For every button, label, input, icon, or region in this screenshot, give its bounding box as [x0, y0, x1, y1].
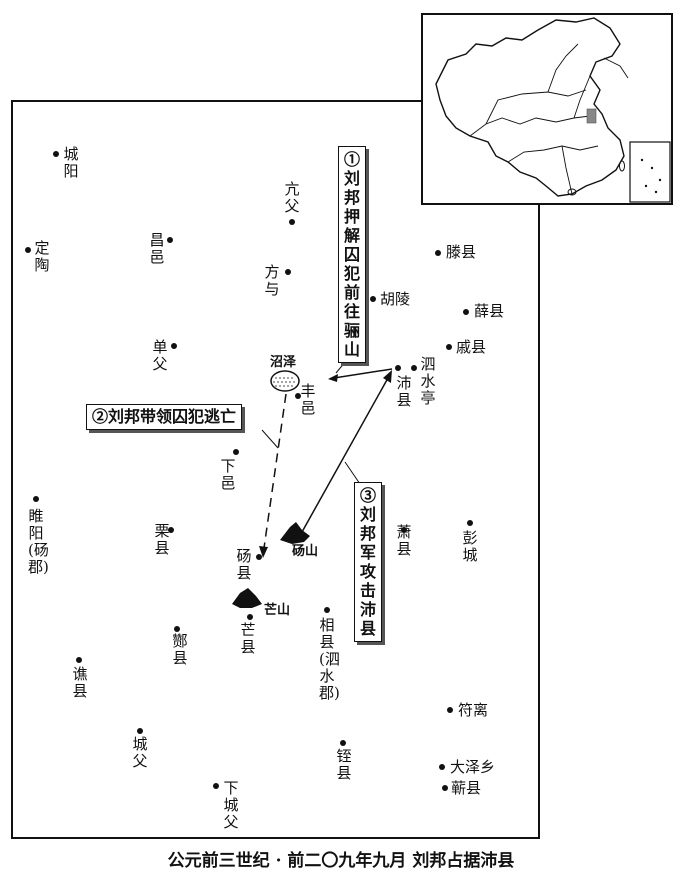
mangshan-label: 芒山	[264, 603, 291, 618]
dangshan-label: 砀山	[292, 544, 319, 559]
route-2-arrow	[263, 393, 287, 549]
route-3-arrow	[301, 377, 389, 533]
place-label-fuli: 符离	[458, 701, 489, 719]
callout-route-1: ①刘邦押解囚犯前往骊山	[338, 146, 366, 363]
marsh-label: 沼泽	[270, 355, 297, 370]
place-label-chengfu: 城父	[132, 735, 148, 770]
place-dots	[25, 151, 473, 791]
mangshan-mountain-symbol	[232, 588, 262, 608]
map-caption: 公元前三世纪 · 前二〇九年九月 刘邦占据沛县	[167, 851, 515, 871]
place-label-suiyang: 睢阳(砀郡)	[28, 507, 49, 576]
inset-china-map	[421, 13, 673, 205]
place-label-qixian: 戚县	[456, 338, 487, 356]
place-label-xiangxian: 相县(泗水郡)	[319, 616, 340, 702]
route-1-arrow	[333, 368, 393, 379]
place-label-xiaoxian: 萧县	[396, 523, 412, 558]
place-label-sishuiting: 泗水亭	[420, 355, 436, 407]
place-label-peixian: 沛县	[396, 374, 412, 409]
place-label-dangxian: 砀县	[236, 547, 252, 582]
place-label-tengxian: 滕县	[446, 243, 477, 261]
place-label-chengyang: 城阳	[63, 145, 79, 180]
callout-route-3: ③刘邦军攻击沛县	[354, 482, 382, 642]
callout-route-2: ②刘邦带领囚犯逃亡	[86, 404, 243, 430]
place-label-huling: 胡陵	[380, 290, 411, 308]
place-label-fengyi: 丰邑	[300, 382, 316, 417]
place-label-xiachengfu: 下城父	[223, 779, 239, 831]
place-label-qixian2: 蕲县	[451, 779, 482, 797]
place-label-shanfu: 单父	[152, 338, 168, 373]
place-label-xuexian: 薛县	[474, 302, 505, 320]
place-label-dingtao: 定陶	[34, 239, 50, 274]
place-label-mangxian: 芒县	[240, 621, 256, 656]
place-label-zanxian: 酂县	[172, 632, 188, 667]
marsh-symbol	[270, 370, 300, 392]
place-label-qiaoxian: 谯县	[72, 665, 88, 700]
place-label-pengcheng: 彭城	[462, 529, 478, 564]
place-label-fangyu: 方与	[264, 263, 280, 298]
place-label-zhixian: 铚县	[336, 747, 352, 782]
place-label-dazexiang: 大泽乡	[450, 758, 496, 776]
place-label-changyi: 昌邑	[149, 231, 165, 266]
place-label-xiayi: 下邑	[220, 457, 236, 492]
place-label-kangfu: 亢父	[284, 180, 300, 215]
place-label-lixian: 栗县	[154, 522, 170, 557]
dangshan-mountain-symbol	[280, 522, 310, 544]
